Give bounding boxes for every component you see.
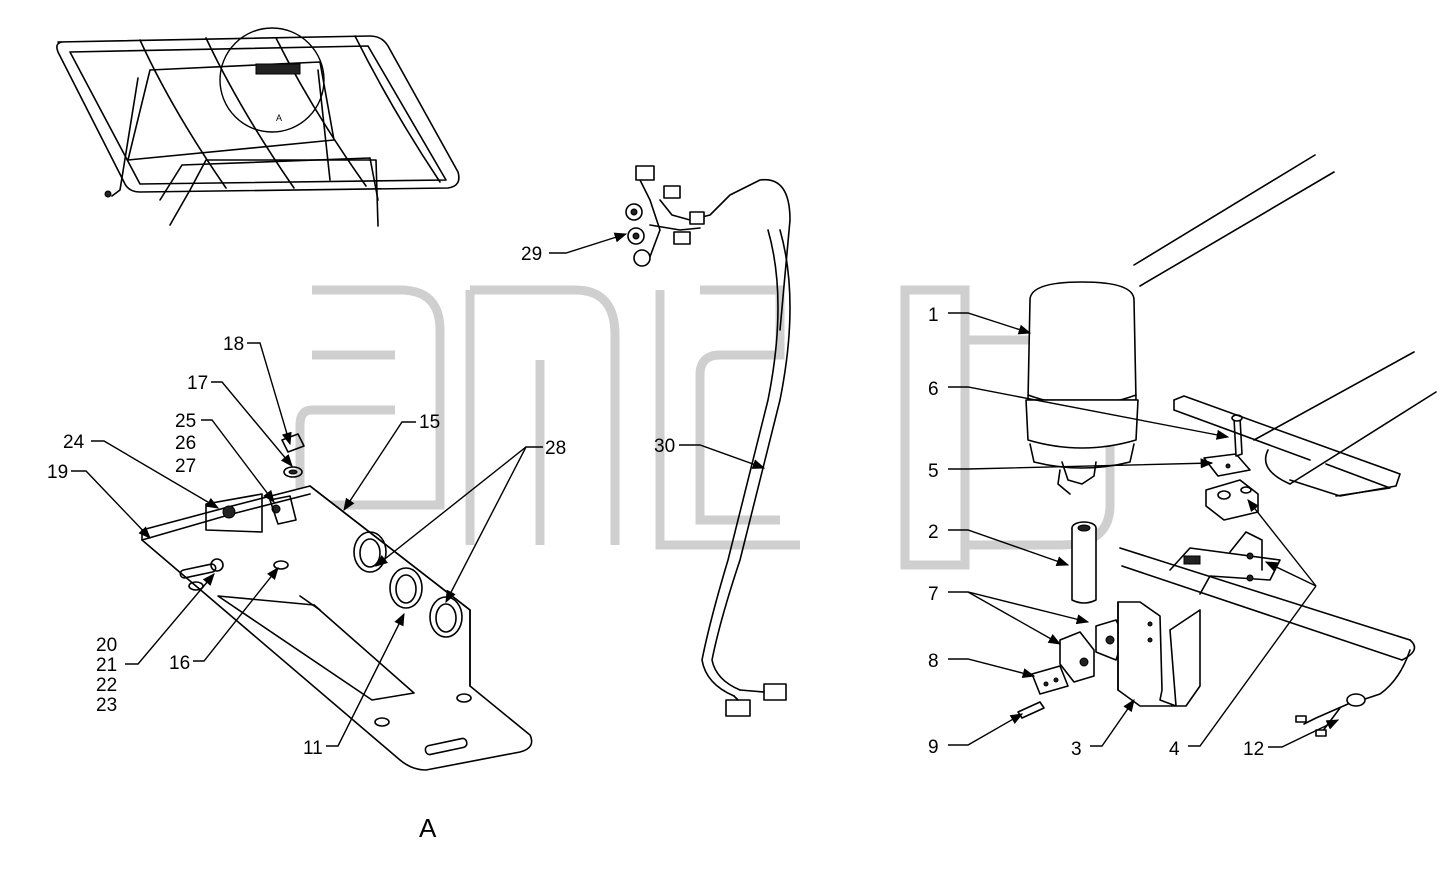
cable-30 bbox=[701, 229, 791, 717]
callout-17: 17 bbox=[187, 373, 208, 394]
callout-22: 22 bbox=[96, 675, 117, 696]
callout-2: 2 bbox=[928, 522, 939, 543]
callout-24: 24 bbox=[63, 432, 85, 453]
callout-18: 18 bbox=[223, 334, 244, 355]
callout-16: 16 bbox=[169, 653, 190, 674]
detail-mark: A bbox=[276, 113, 282, 123]
callout-12: 12 bbox=[1243, 739, 1264, 760]
callout-7: 7 bbox=[928, 584, 939, 605]
wiring-harness-29 bbox=[625, 165, 791, 331]
beacon-assembly bbox=[1017, 281, 1259, 719]
cab-roof-overview: A bbox=[56, 27, 460, 227]
callout-27: 27 bbox=[175, 456, 196, 477]
callout-25: 25 bbox=[175, 411, 196, 432]
callout-6: 6 bbox=[928, 379, 939, 400]
callout-8: 8 bbox=[928, 651, 939, 672]
leader-lines bbox=[71, 232, 1340, 748]
callout-5: 5 bbox=[928, 461, 939, 482]
cab-frame-bars bbox=[1119, 154, 1437, 737]
callout-9: 9 bbox=[928, 737, 939, 758]
callout-labels: 1 2 3 4 5 6 7 8 9 11 12 15 16 17 18 19 2… bbox=[47, 244, 1264, 843]
mounting-plate bbox=[141, 433, 533, 771]
callout-11: 11 bbox=[303, 738, 323, 759]
callout-3: 3 bbox=[1071, 739, 1082, 760]
callout-21: 21 bbox=[96, 655, 117, 676]
callout-19: 19 bbox=[47, 462, 68, 483]
callout-1: 1 bbox=[928, 305, 939, 326]
callout-4: 4 bbox=[1169, 739, 1180, 760]
callout-15: 15 bbox=[419, 412, 440, 433]
callout-23: 23 bbox=[96, 695, 117, 716]
callout-26: 26 bbox=[175, 433, 196, 454]
callout-29: 29 bbox=[521, 244, 542, 265]
view-label: A bbox=[419, 813, 437, 843]
callout-28: 28 bbox=[545, 438, 566, 459]
callout-30: 30 bbox=[654, 436, 675, 457]
callout-20: 20 bbox=[96, 635, 117, 656]
